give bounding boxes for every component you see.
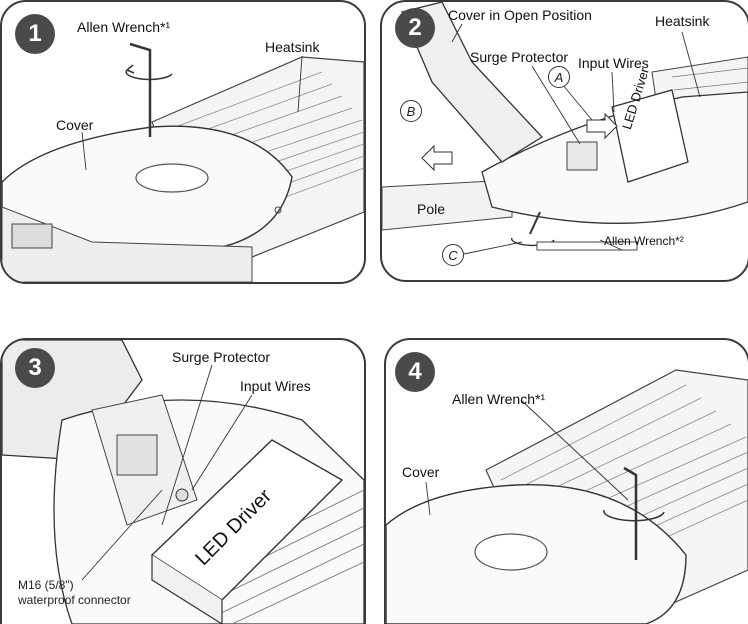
marker-b: B xyxy=(400,100,422,122)
cover-label: Cover xyxy=(402,464,440,480)
marker-c: C xyxy=(442,244,464,266)
marker-a: A xyxy=(548,66,570,88)
connector-label: M16 (5/8") waterproof connector xyxy=(18,578,131,608)
allen-wrench-label: Allen Wrench*¹ xyxy=(452,391,546,407)
step-2-illustration xyxy=(382,2,748,255)
step-number-badge: 3 xyxy=(15,348,55,388)
step-3-illustration xyxy=(2,340,364,624)
connector-label-line1: M16 (5/8") xyxy=(18,578,74,592)
cover-label: Cover xyxy=(56,117,94,133)
step-1-illustration xyxy=(2,42,364,282)
pole-label: Pole xyxy=(417,201,446,217)
heatsink-label: Heatsink xyxy=(655,13,710,29)
allen-wrench-label: Allen Wrench*¹ xyxy=(77,19,171,35)
surge-protector-label: Surge Protector xyxy=(172,349,271,365)
heatsink-label: Heatsink xyxy=(265,39,320,55)
step-3-panel: 3 Surge Protector Input Wires LED Driver… xyxy=(0,338,366,624)
step-number-badge: 4 xyxy=(395,352,435,392)
input-wires-label: Input Wires xyxy=(240,378,311,394)
cover-open-label: Cover in Open Position xyxy=(448,7,592,23)
step-4-illustration xyxy=(386,369,748,624)
step-2-panel: 2 Cover in Open Position Heatsink Surge … xyxy=(380,0,748,282)
allen-wrench-label: Allen Wrench*² xyxy=(604,234,684,248)
connector-label-line2: waterproof connector xyxy=(18,593,131,607)
step-4-panel: 4 Allen Wrench*¹ Cover xyxy=(384,338,748,624)
surge-protector-label: Surge Protector xyxy=(470,49,569,65)
step-number-badge: 2 xyxy=(395,8,435,48)
step-number-badge: 1 xyxy=(15,14,55,54)
input-wires-label: Input Wires xyxy=(578,55,649,71)
step-1-panel: 1 Allen Wrench*¹ Heatsink Cover xyxy=(0,0,366,284)
